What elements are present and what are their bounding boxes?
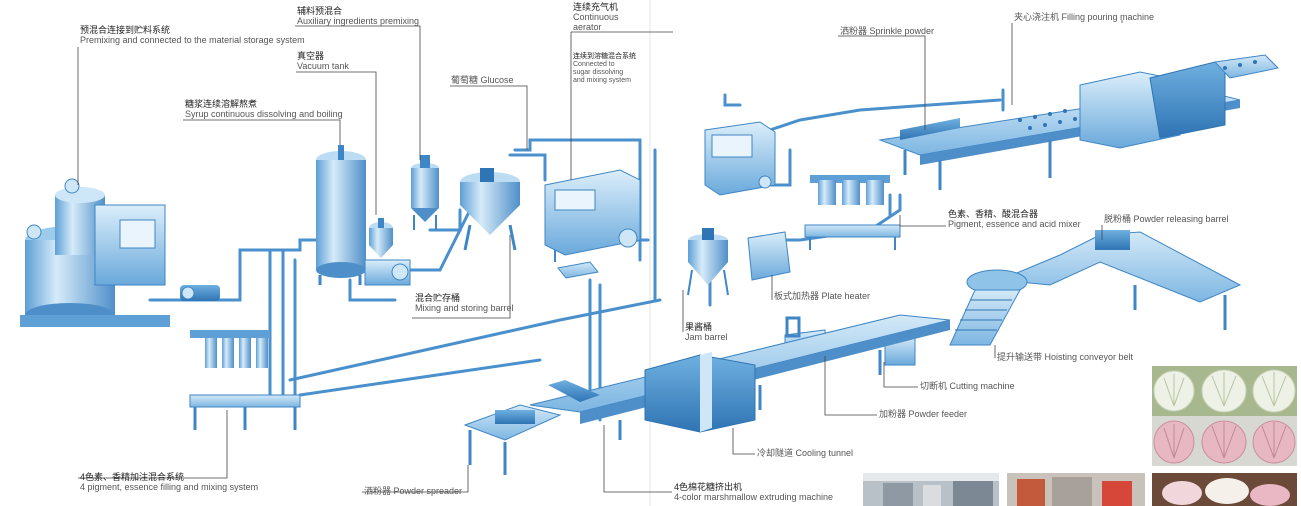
hoisting-conveyor — [950, 270, 1027, 345]
label-filling-pouring: 夹心浇注机 Filling pouring machine — [1014, 12, 1154, 22]
filling-pouring-machine — [880, 55, 1278, 190]
marshmallow-pieces-photo — [1152, 473, 1297, 506]
plate-heater — [748, 232, 790, 280]
label-powder-releasing: 脱粉桶 Powder releasing barrel — [1104, 214, 1229, 224]
label-sprinkle-powder: 洒粉器 Sprinkle powder — [840, 26, 934, 36]
label-plate-heater: 板式加热器 Plate heater — [774, 291, 870, 301]
pipes — [150, 90, 1003, 420]
vacuum-tank — [365, 218, 410, 285]
powder-spreader-table — [465, 405, 560, 475]
factory-photo-1 — [863, 473, 999, 506]
aux-premix-tank — [411, 155, 439, 230]
jam-barrel — [688, 228, 728, 295]
label-powder-spreader: 洒粉器 Powder spreader — [364, 486, 462, 496]
label-cutting-machine: 切断机 Cutting machine — [920, 381, 1015, 391]
label-glucose: 葡萄糖 Glucose — [451, 75, 514, 85]
mixing-barrel — [460, 168, 520, 250]
pump-small — [180, 285, 220, 301]
powder-releasing-conveyor — [1000, 230, 1240, 330]
label-cooling-tunnel: 冷却隧道 Cooling tunnel — [757, 448, 853, 458]
label-hoisting-conveyor: 提升输送带 Hoisting conveyor belt — [997, 352, 1133, 362]
premix-machine — [20, 179, 170, 327]
label-powder-feeder: 加粉器 Powder feeder — [879, 409, 967, 419]
marshmallow-shells-photo — [1152, 366, 1297, 466]
syrup-tank — [316, 145, 366, 285]
aerator-machine — [545, 170, 640, 262]
factory-photo-2 — [1007, 473, 1145, 506]
extruder — [548, 262, 600, 402]
cooling-tunnel — [645, 352, 755, 432]
control-box — [705, 122, 775, 195]
